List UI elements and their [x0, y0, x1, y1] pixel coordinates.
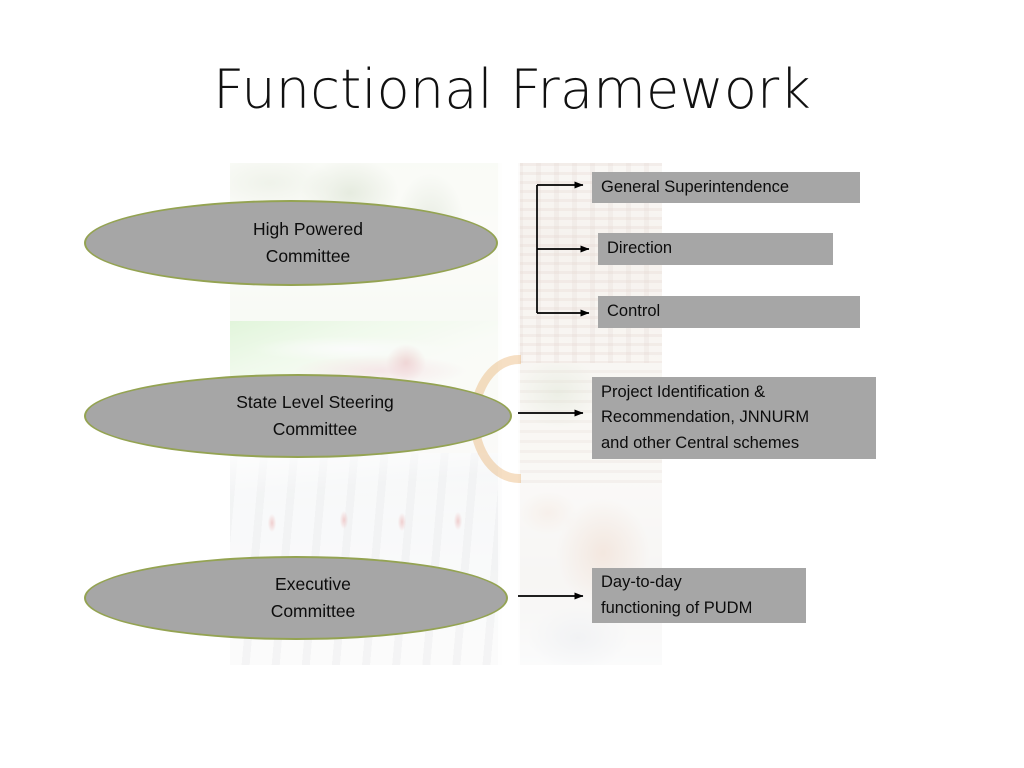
function-box-control[interactable]: Control: [598, 296, 860, 328]
function-box-day-to-day-functioning[interactable]: Day-to-day functioning of PUDM: [592, 568, 806, 623]
connector-high-powered-committee: [536, 181, 590, 317]
function-box-general-superintendence[interactable]: General Superintendence: [592, 172, 860, 203]
function-box-direction[interactable]: Direction: [598, 233, 833, 265]
committee-label-state-level-steering-committee: State Level Steering Committee: [236, 391, 394, 439]
function-label-direction: Direction: [607, 239, 673, 258]
committee-ellipse-executive-committee[interactable]: Executive Committee: [84, 556, 508, 640]
committee-label-executive-committee: Executive Committee: [270, 573, 356, 621]
function-label-control: Control: [607, 302, 661, 321]
committee-label-high-powered-committee: High Powered Committee: [253, 218, 363, 266]
committee-ellipse-state-level-steering-committee[interactable]: State Level Steering Committee: [84, 374, 512, 458]
function-label-project-identification: Project Identification & Recommendation,…: [601, 383, 810, 452]
committee-ellipse-high-powered-committee[interactable]: High Powered Committee: [84, 200, 498, 286]
function-label-day-to-day-functioning: Day-to-day functioning of PUDM: [601, 573, 753, 617]
function-box-project-identification[interactable]: Project Identification & Recommendation,…: [592, 377, 876, 459]
page-title: Functional Framework: [213, 58, 811, 121]
function-label-general-superintendence: General Superintendence: [601, 177, 790, 196]
